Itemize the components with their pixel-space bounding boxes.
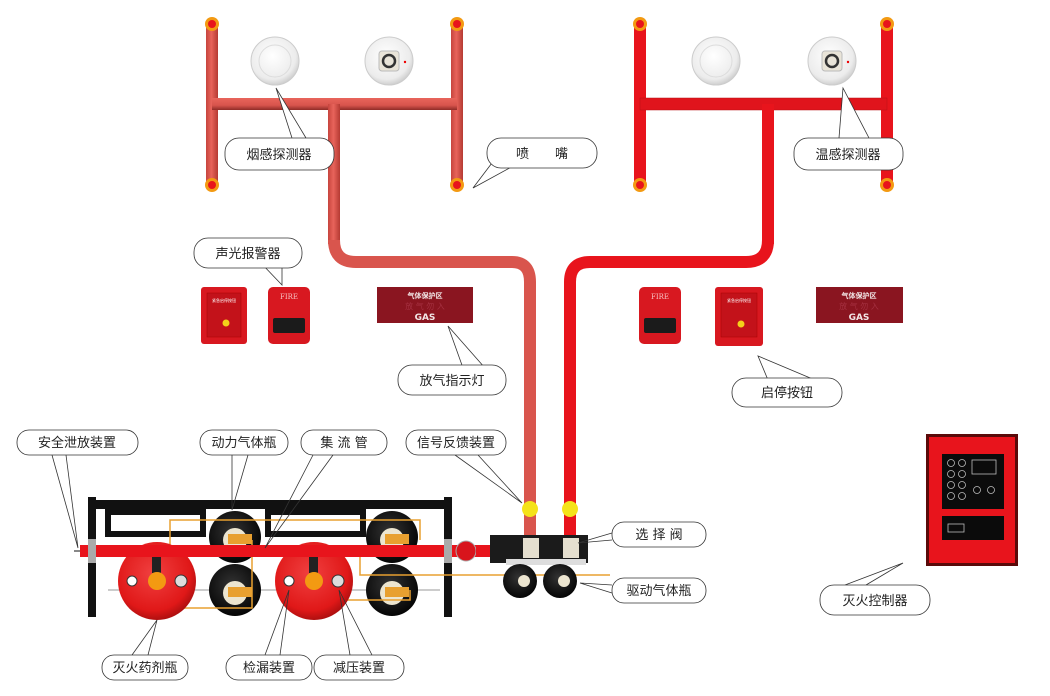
leader-release-indicator [447, 325, 486, 369]
leader-smoke-detector [275, 87, 307, 139]
label-pressure-reducer: 减压装置 [333, 661, 385, 676]
leader-manifold [264, 454, 334, 549]
sign-middle-text: 放 气 勿 入 [839, 301, 879, 311]
leader-controller [844, 562, 904, 586]
callout-bubble [397, 364, 507, 396]
sign-top-text: 气体保护区 [841, 291, 877, 300]
sound-light-alarm: FIRE [639, 287, 681, 344]
leader-agent-cylinder [131, 619, 158, 656]
callout-bubble [224, 137, 335, 171]
label-drive-gas-cylinder: 驱动气体瓶 [626, 583, 691, 599]
alarm-fire-text: FIRE [280, 293, 298, 301]
manual-start-stop-button: 紧急启停按钮 [715, 287, 763, 346]
sign-gas-text: GAS [849, 313, 870, 323]
callout-bubble [313, 654, 405, 681]
drive-gas-cylinder [543, 564, 577, 598]
callout-bubble [101, 654, 189, 681]
nozzle [633, 178, 647, 192]
nozzle [205, 178, 219, 192]
gas-release-indicator: 气体保护区 放 气 勿 入 GAS [377, 287, 473, 323]
drive-gas-cylinder [503, 564, 537, 598]
label-signal-feedback: 信号反馈装置 [417, 436, 495, 451]
callout-bubble [793, 137, 904, 171]
label-nozzle: 喷 嘴 [516, 147, 568, 162]
sign-gas-text: GAS [415, 313, 436, 323]
label-agent-cylinder: 灭火药剂瓶 [112, 661, 177, 676]
leader-start-stop [757, 355, 816, 381]
leader-drive-cylinder [579, 582, 613, 594]
leader-leak-detector [264, 589, 290, 656]
leader-heat-detector [838, 86, 870, 139]
nozzle [450, 178, 464, 192]
callout-bubble [300, 429, 388, 456]
label-heat-detector: 温感探测器 [815, 147, 880, 163]
heat-detector [364, 36, 414, 86]
leader-safety-relief [51, 454, 79, 549]
sound-light-alarm: FIRE [268, 287, 310, 344]
leader-signal-feedback [454, 454, 523, 504]
callout-bubble [16, 429, 139, 456]
label-safety-relief: 安全泄放装置 [38, 435, 116, 451]
label-start-stop-button: 启停按钮 [761, 385, 813, 401]
label-sound-light-alarm: 声光报警器 [215, 246, 280, 262]
label-release-indicator: 放气指示灯 [419, 373, 484, 389]
smoke-detector [691, 36, 741, 86]
heat-detector [807, 36, 857, 86]
selector-valve-assembly [490, 535, 588, 565]
fire-extinguishing-controller [926, 434, 1018, 566]
callout-bubble [225, 654, 313, 681]
callout-bubble [731, 377, 843, 408]
alarm-fire-text: FIRE [651, 293, 669, 301]
power-gas-cylinder [209, 564, 261, 616]
agent-cylinder [118, 542, 196, 620]
callout-bubble [405, 429, 507, 456]
smoke-detector [250, 36, 300, 86]
left-zone-pipe-network [205, 17, 536, 560]
sign-top-text: 气体保护区 [407, 291, 443, 300]
nozzle [205, 17, 219, 31]
callout-bubble [819, 584, 931, 616]
agent-cylinder [275, 542, 353, 620]
label-selector-valve: 选 择 阀 [635, 528, 682, 543]
manual-start-stop-button: 紧急启停按钮 [201, 287, 247, 344]
leader-pressure-reducer [338, 589, 373, 656]
button-title: 紧急启停按钮 [212, 297, 236, 303]
label-manifold: 集 流 管 [320, 435, 367, 451]
gas-release-indicator: 气体保护区 放 气 勿 入 GAS [816, 287, 903, 323]
nozzle [633, 17, 647, 31]
button-title: 紧急启停按钮 [727, 297, 751, 303]
callout-bubble [611, 577, 707, 604]
callout-bubble [199, 429, 289, 456]
callout-bubble [486, 137, 598, 169]
label-smoke-detector: 烟感探测器 [246, 147, 311, 163]
sign-middle-text: 放 气 勿 入 [405, 301, 445, 311]
callout-bubble [193, 237, 303, 269]
leader-selector-valve [577, 532, 613, 544]
nozzle [450, 17, 464, 31]
label-leak-detector: 检漏装置 [243, 660, 295, 676]
nozzle [880, 178, 894, 192]
label-fire-controller: 灭火控制器 [842, 594, 907, 609]
nozzle [880, 17, 894, 31]
leader-power-cylinder [231, 454, 249, 511]
right-zone-pipe-network [564, 17, 894, 560]
signal-feedback-device [522, 501, 578, 517]
power-gas-cylinder [366, 564, 418, 616]
label-power-gas-cylinder: 动力气体瓶 [211, 435, 276, 451]
callout-bubble [611, 521, 707, 548]
